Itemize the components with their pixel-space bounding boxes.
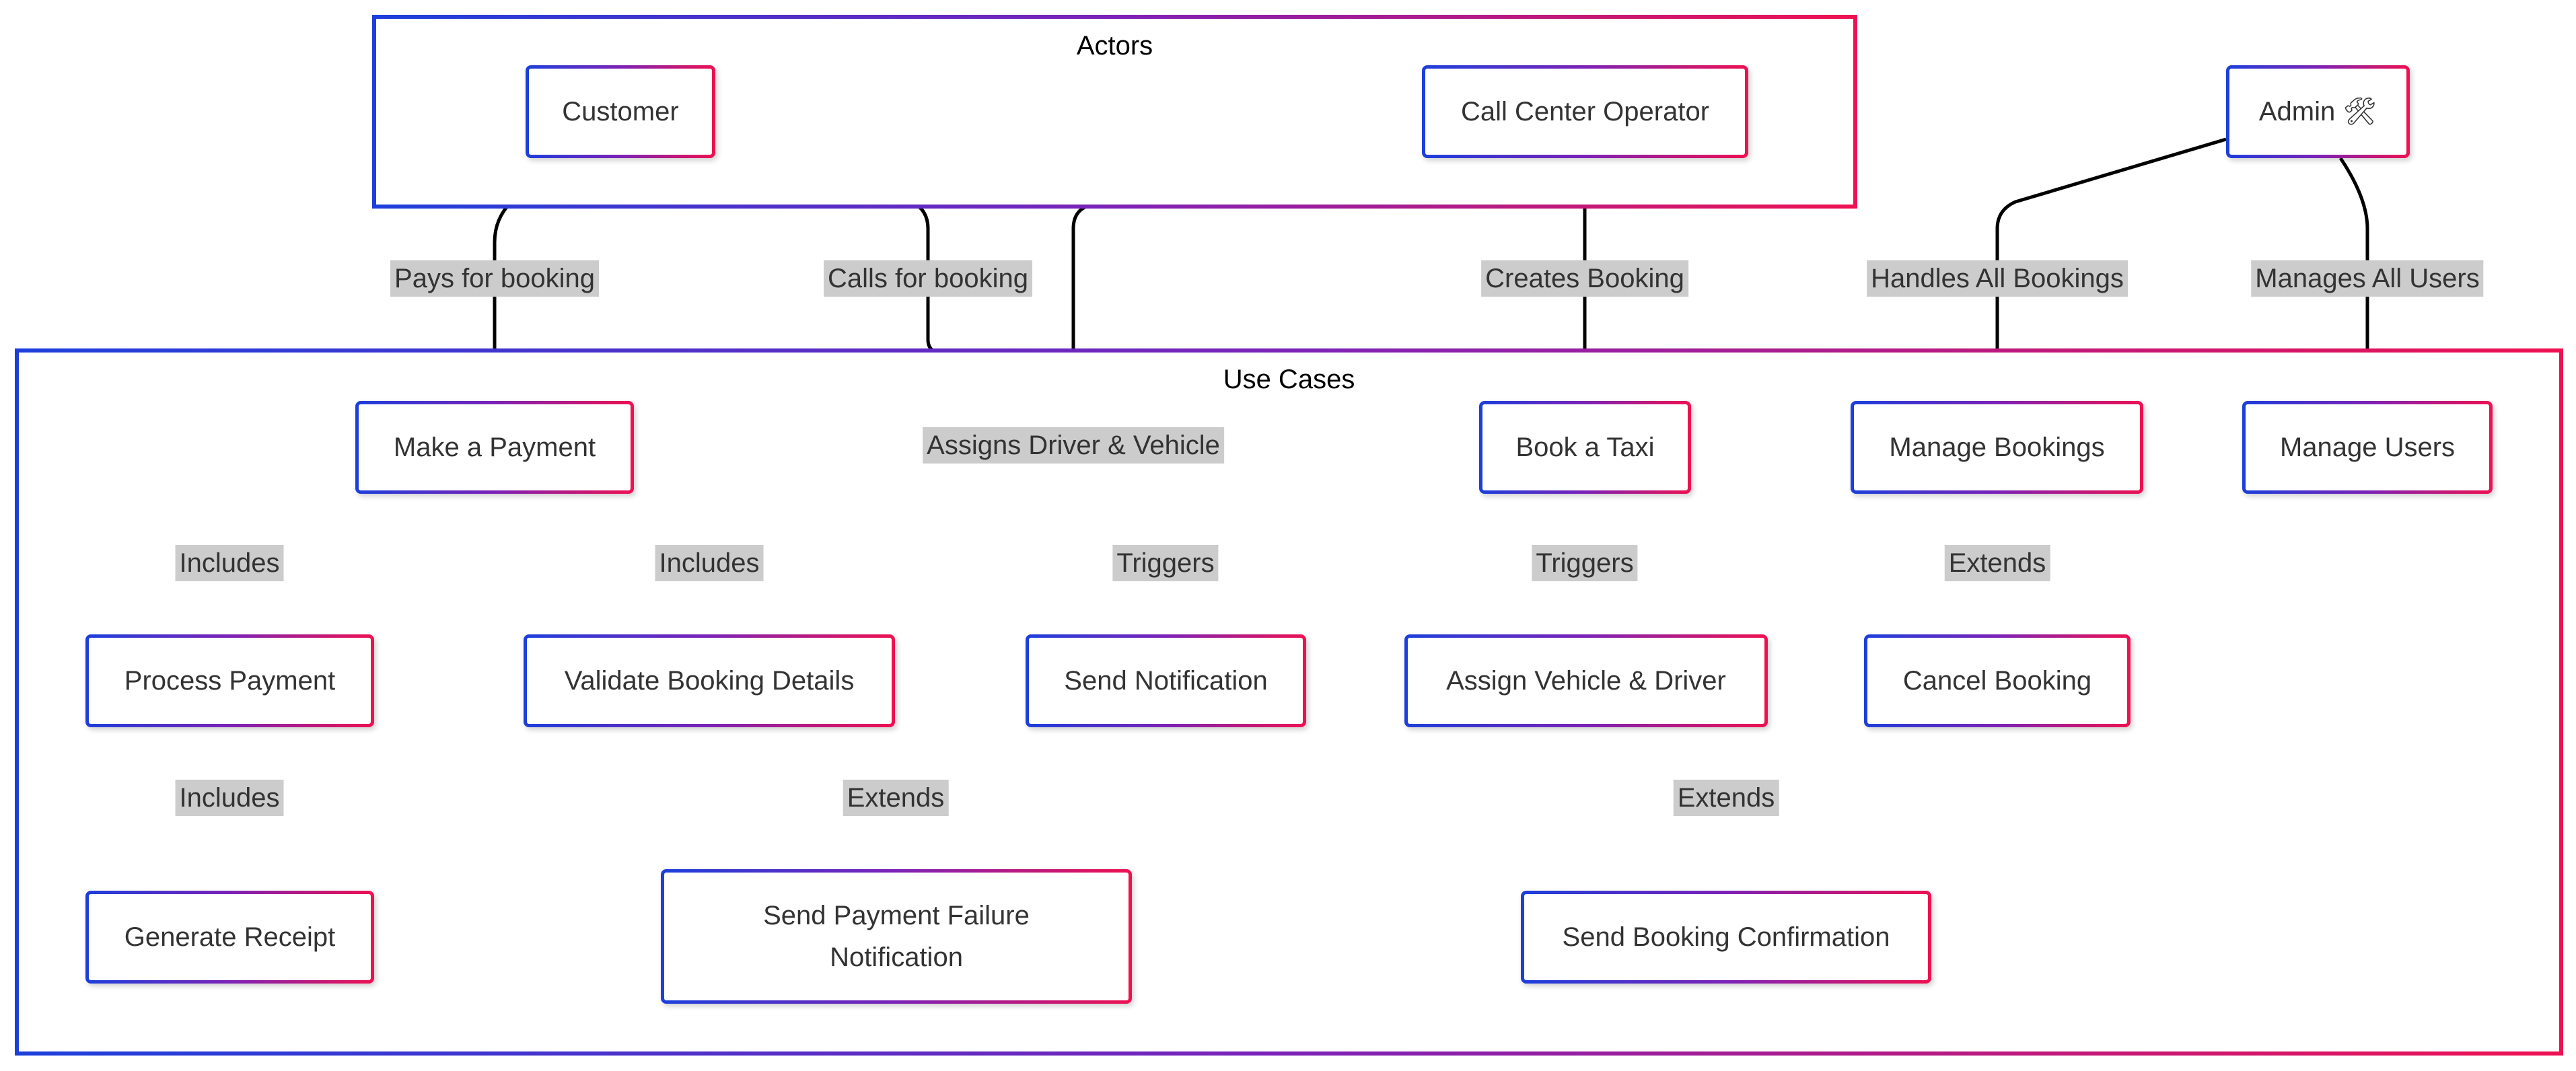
edge-label-extends: Extends <box>1673 780 1779 816</box>
send-booking-confirmation-node[interactable]: Send Booking Confirmation <box>1521 891 1931 984</box>
edge-label-calls-for-booking: Calls for booking <box>824 260 1032 297</box>
edge-label-extends: Extends <box>843 780 949 816</box>
edge-label-pays-for-booking: Pays for booking <box>390 260 599 297</box>
edge-label-includes: Includes <box>175 545 284 581</box>
use-cases-group-title: Use Cases <box>1223 365 1355 394</box>
edge-label-creates-booking: Creates Booking <box>1481 260 1688 297</box>
edge-label-manages-all-users: Manages All Users <box>2251 260 2484 297</box>
call-center-operator-actor-node[interactable]: Call Center Operator <box>1422 65 1748 158</box>
actors-group-title: Actors <box>1076 31 1153 61</box>
process-payment-node[interactable]: Process Payment <box>85 634 374 727</box>
manage-bookings-node[interactable]: Manage Bookings <box>1851 401 2143 494</box>
edge-admin-to-manage-bookings <box>1989 137 2227 392</box>
generate-receipt-node[interactable]: Generate Receipt <box>85 891 374 984</box>
validate-booking-details-node[interactable]: Validate Booking Details <box>524 634 895 727</box>
edge-label-extends: Extends <box>1944 545 2050 581</box>
send-notification-node[interactable]: Send Notification <box>1026 634 1306 727</box>
edge-label-triggers: Triggers <box>1112 545 1219 581</box>
admin-actor-node[interactable]: Admin 🛠 <box>2226 65 2410 158</box>
cancel-booking-node[interactable]: Cancel Booking <box>1864 634 2131 727</box>
edge-label-assigns-driver-vehicle: Assigns Driver & Vehicle <box>923 427 1224 464</box>
send-payment-failure-notification-node[interactable]: Send Payment Failure Notification <box>661 869 1132 1004</box>
book-taxi-node[interactable]: Book a Taxi <box>1479 401 1691 494</box>
edge-admin-to-manage-users <box>2338 157 2376 392</box>
edge-label-triggers: Triggers <box>1532 545 1638 581</box>
edge-label-includes: Includes <box>175 780 284 816</box>
assign-vehicle-driver-node[interactable]: Assign Vehicle & Driver <box>1404 634 1768 727</box>
edge-label-handles-all-bookings: Handles All Bookings <box>1867 260 2128 297</box>
make-payment-node[interactable]: Make a Payment <box>355 401 634 494</box>
edge-label-includes: Includes <box>655 545 764 581</box>
manage-users-node[interactable]: Manage Users <box>2242 401 2493 494</box>
customer-actor-node[interactable]: Customer <box>526 65 715 158</box>
